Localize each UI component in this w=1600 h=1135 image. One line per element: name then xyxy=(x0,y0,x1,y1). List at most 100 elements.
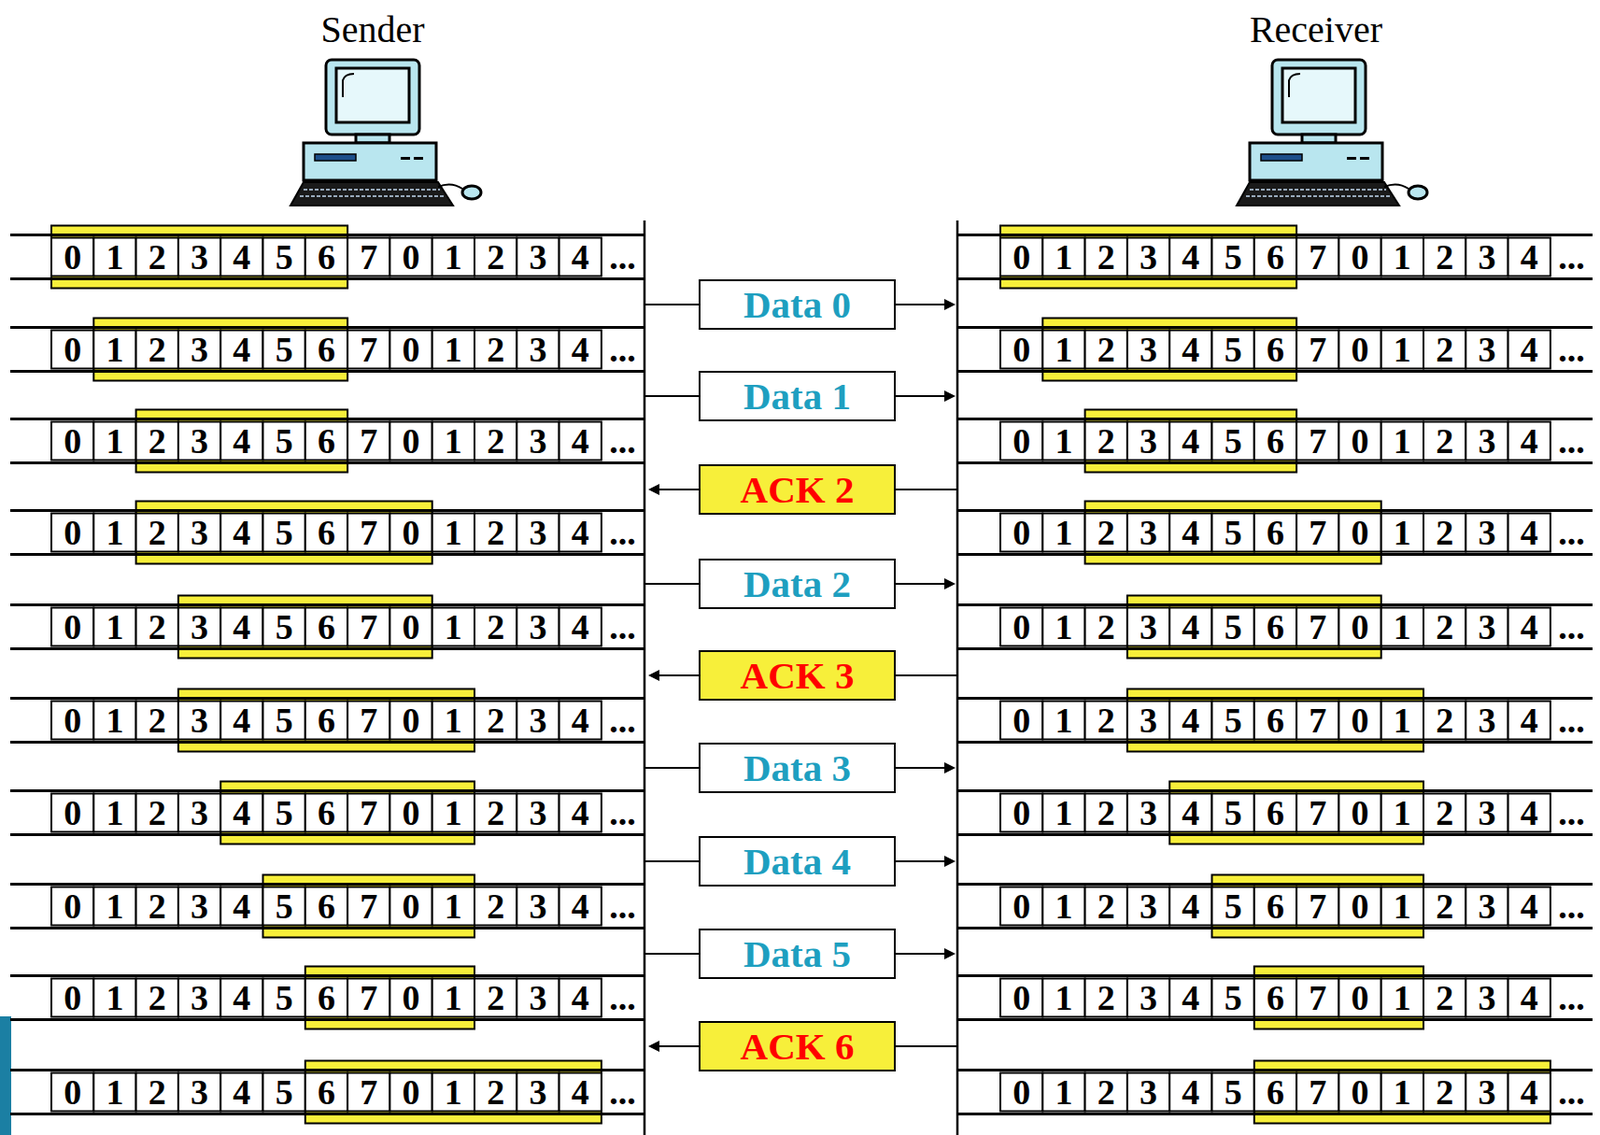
sequence-cell xyxy=(389,701,432,740)
sequence-cell xyxy=(1085,701,1128,740)
sequence-cell xyxy=(389,887,432,926)
sequence-cell xyxy=(347,887,390,926)
sequence-cell xyxy=(136,793,179,833)
sequence-cell xyxy=(51,887,94,926)
sequence-cell xyxy=(1338,978,1381,1018)
sequence-number: 4 xyxy=(1169,608,1212,647)
sequence-cell xyxy=(1296,793,1339,833)
sequence-number: 0 xyxy=(1338,422,1381,461)
sequence-cell xyxy=(559,793,602,833)
sequence-cell xyxy=(136,701,179,740)
data-label: Data 2 xyxy=(743,565,851,604)
sequence-number: 1 xyxy=(432,238,475,277)
message-arrows xyxy=(644,298,958,1052)
sequence-number: 7 xyxy=(347,978,390,1018)
sequence-number: 4 xyxy=(1169,701,1212,740)
sequence-number: 4 xyxy=(220,608,263,647)
sequence-number: 0 xyxy=(51,238,94,277)
sequence-cell xyxy=(93,608,136,647)
sequence-cell xyxy=(347,238,390,277)
data-box: Data 3 xyxy=(698,742,896,793)
sequence-number: 3 xyxy=(1465,608,1508,647)
sequence-number: 2 xyxy=(1085,608,1128,647)
sequence-cell xyxy=(305,793,348,833)
sequence-number: 2 xyxy=(1085,422,1128,461)
sequence-number: 4 xyxy=(220,513,263,553)
ellipsis: ... xyxy=(1550,701,1593,740)
sequence-cell xyxy=(178,701,221,740)
ellipsis: ... xyxy=(601,793,644,833)
sequence-cell xyxy=(1127,513,1170,553)
sequence-number: 4 xyxy=(559,978,602,1018)
strip-line xyxy=(10,833,645,836)
sequence-number: 0 xyxy=(1000,1073,1043,1112)
sequence-cell xyxy=(1169,701,1212,740)
sequence-number: 3 xyxy=(1465,1073,1508,1112)
sequence-cell xyxy=(389,238,432,277)
sequence-cell xyxy=(1508,887,1551,926)
sequence-number: 2 xyxy=(136,608,179,647)
sequence-number: 1 xyxy=(1381,330,1424,369)
sequence-cell xyxy=(305,887,348,926)
sequence-cell xyxy=(51,238,94,277)
sequence-number: 6 xyxy=(1254,330,1297,369)
sequence-cell xyxy=(1169,238,1212,277)
sequence-number: 0 xyxy=(51,330,94,369)
sequence-number: 5 xyxy=(263,422,306,461)
sequence-cell xyxy=(474,978,517,1018)
sequence-cell xyxy=(1338,1073,1381,1112)
sequence-number: 3 xyxy=(178,330,221,369)
sequence-cell xyxy=(1296,978,1339,1018)
sequence-cell xyxy=(389,1073,432,1112)
sequence-cell xyxy=(220,422,263,461)
sequence-number: 4 xyxy=(220,887,263,926)
sequence-cell xyxy=(474,422,517,461)
sequence-number: 1 xyxy=(1042,608,1085,647)
sequence-number: 4 xyxy=(559,513,602,553)
sequence-cell xyxy=(1508,513,1551,553)
sequence-number: 4 xyxy=(1508,887,1551,926)
sequence-number: 4 xyxy=(1169,978,1212,1018)
sequence-number: 4 xyxy=(1169,887,1212,926)
sequence-cell xyxy=(1423,422,1466,461)
sequence-cell xyxy=(1338,887,1381,926)
sequence-cell xyxy=(1508,1073,1551,1112)
data-label: Data 5 xyxy=(743,934,851,974)
sequence-number: 0 xyxy=(1000,422,1043,461)
sequence-number: 5 xyxy=(263,701,306,740)
sequence-cell xyxy=(263,1073,306,1112)
sequence-cell xyxy=(1381,1073,1424,1112)
sequence-number: 2 xyxy=(136,887,179,926)
sequence-number: 6 xyxy=(1254,1073,1297,1112)
sequence-cell xyxy=(93,701,136,740)
sequence-cell xyxy=(1338,513,1381,553)
strip-line xyxy=(957,277,1593,281)
sequence-number: 0 xyxy=(1000,701,1043,740)
ack-box: ACK 3 xyxy=(698,650,896,701)
sequence-number: 3 xyxy=(1465,978,1508,1018)
sequence-cell xyxy=(389,608,432,647)
sequence-number: 0 xyxy=(389,422,432,461)
sequence-cell xyxy=(1381,793,1424,833)
arrowhead xyxy=(944,298,956,311)
sequence-cell xyxy=(516,513,559,553)
message-line xyxy=(655,674,699,677)
sequence-number: 6 xyxy=(1254,422,1297,461)
sequence-cell xyxy=(1127,238,1170,277)
sequence-number: 6 xyxy=(305,887,348,926)
sequence-number: 1 xyxy=(432,793,475,833)
strip-line xyxy=(957,509,1593,512)
sequence-number: 2 xyxy=(474,608,517,647)
strip-line xyxy=(10,233,645,237)
sequence-cell xyxy=(1465,330,1508,369)
sequence-number: 1 xyxy=(1381,793,1424,833)
sequence-cell xyxy=(1338,330,1381,369)
sequence-number: 5 xyxy=(1212,513,1255,553)
sequence-cell xyxy=(1042,608,1085,647)
sequence-cell xyxy=(1338,701,1381,740)
strip-line xyxy=(957,974,1593,977)
sequence-cell xyxy=(559,513,602,553)
message-line xyxy=(644,952,699,955)
sequence-cell xyxy=(559,608,602,647)
sequence-cell xyxy=(1508,238,1551,277)
